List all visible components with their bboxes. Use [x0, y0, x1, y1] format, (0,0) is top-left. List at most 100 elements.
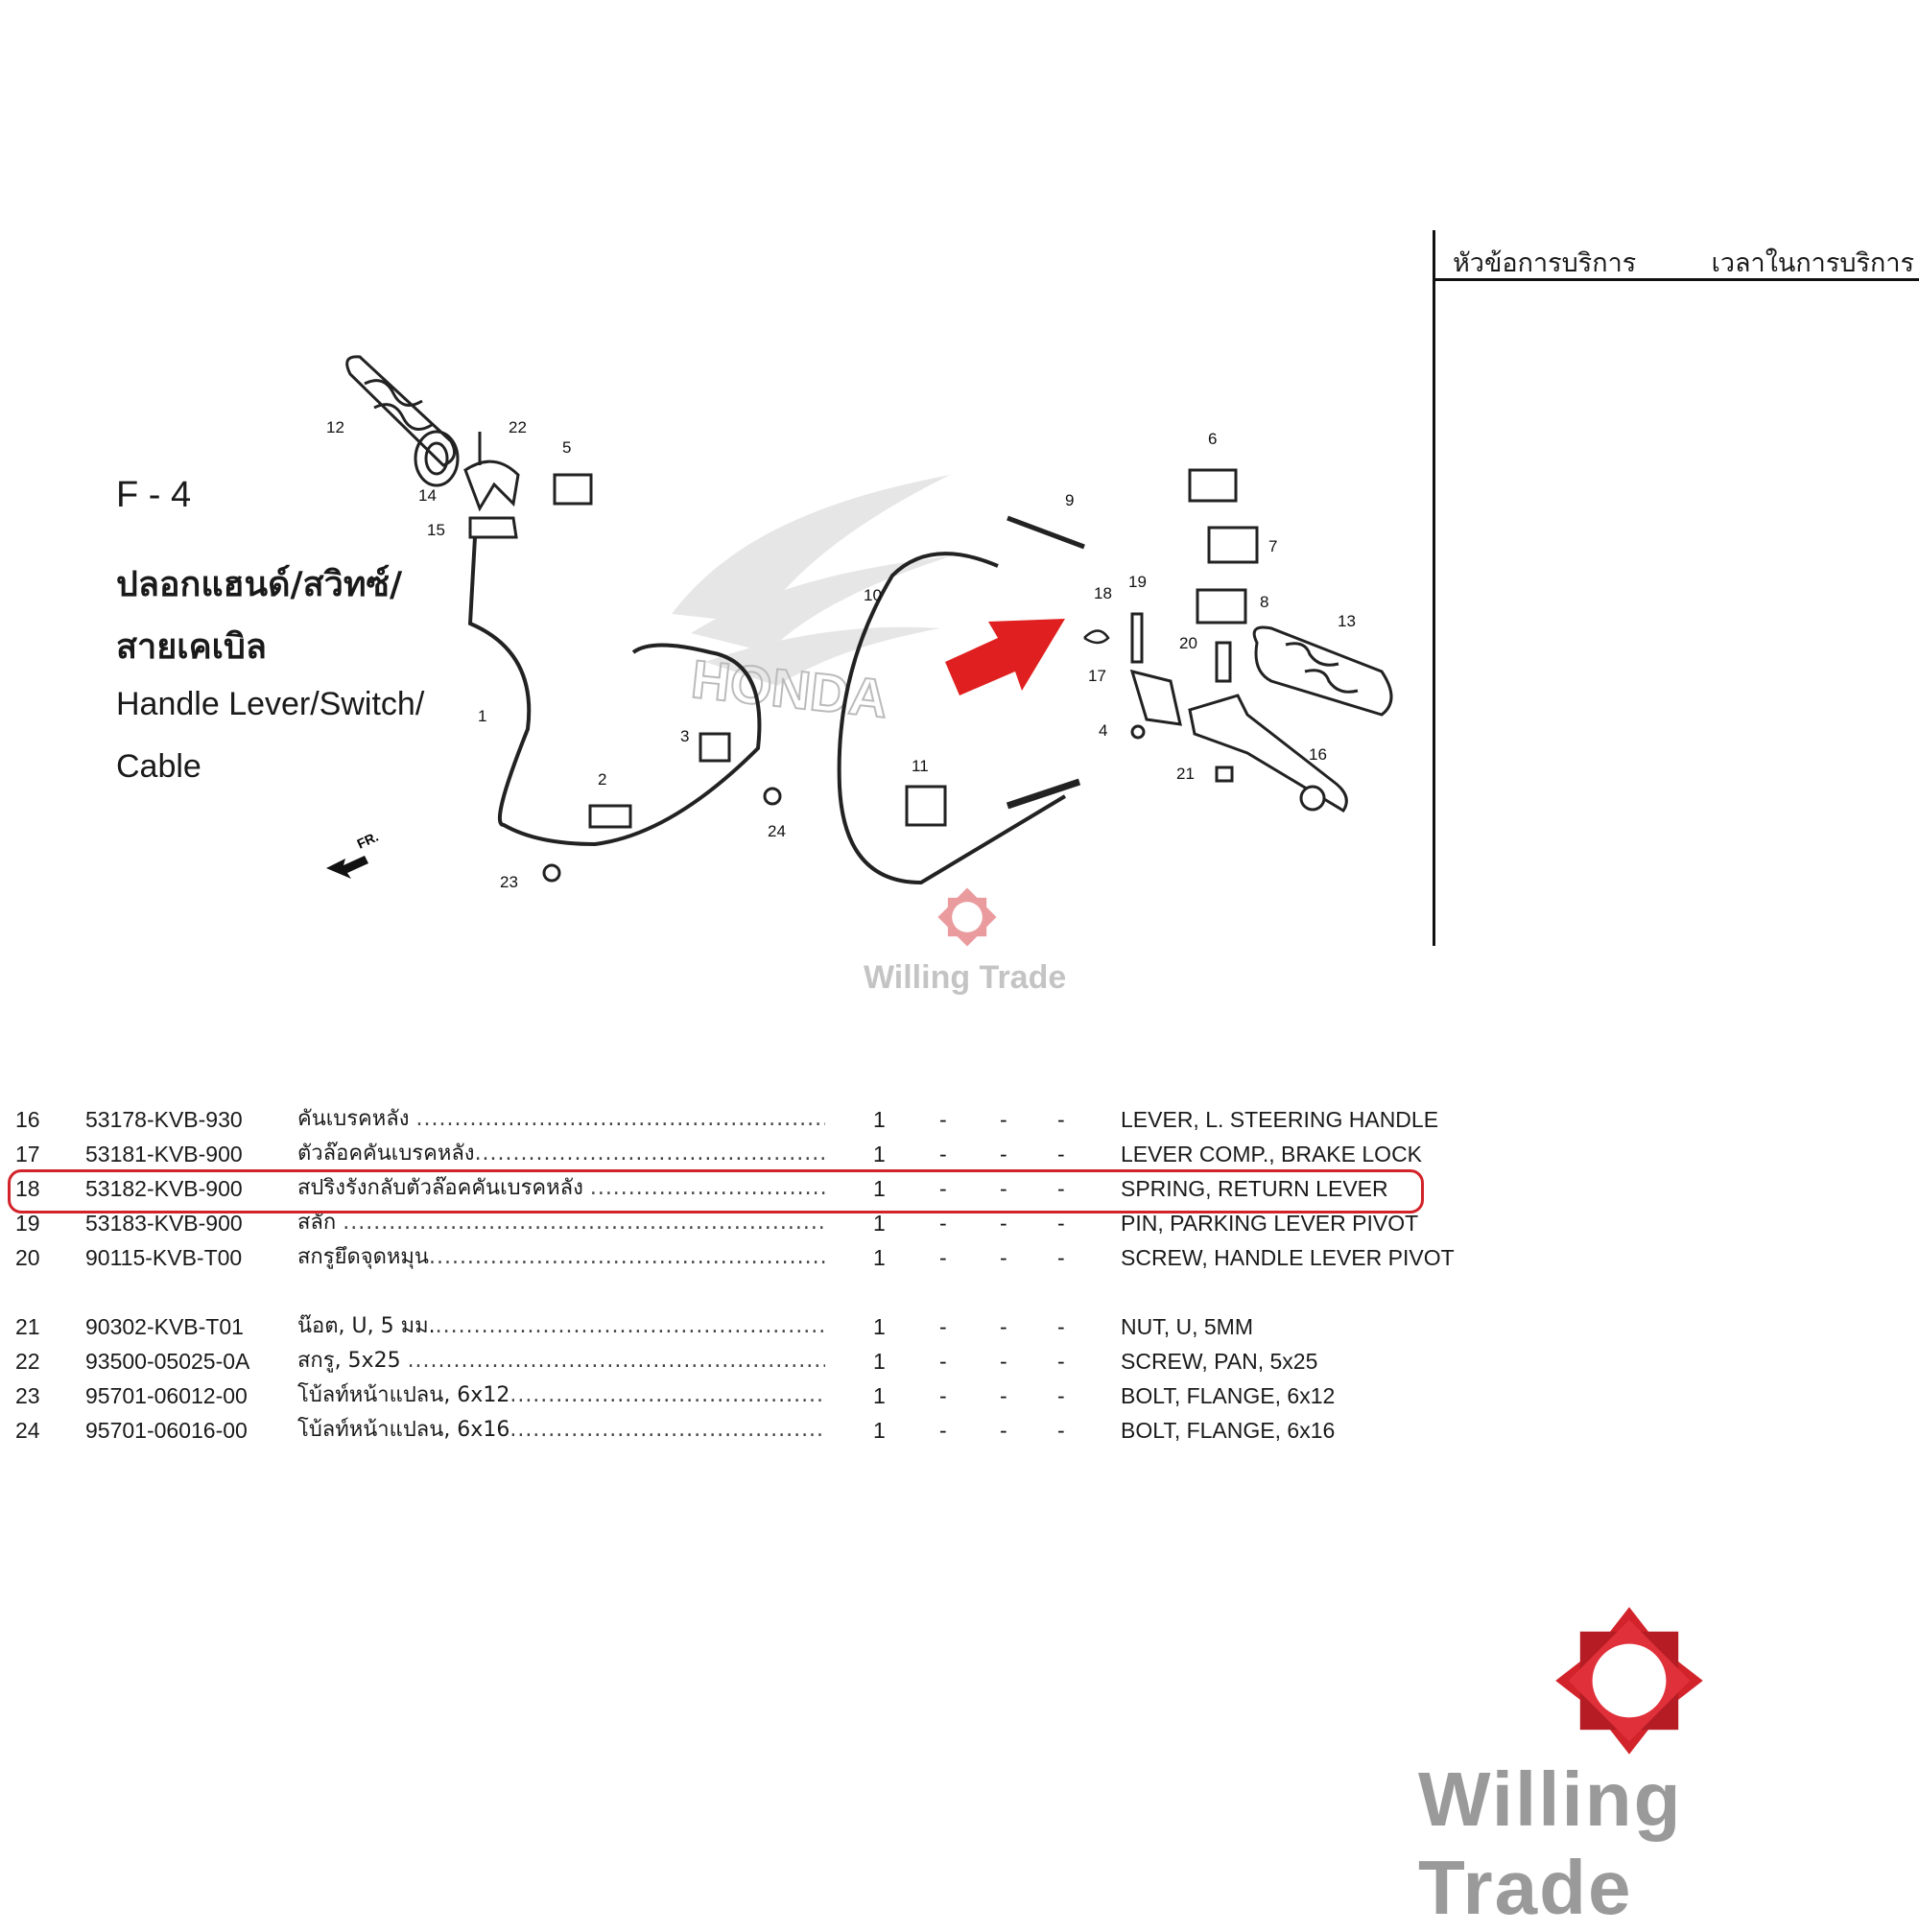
callout-24: 24: [768, 822, 786, 840]
part-name-en: BOLT, FLANGE, 6x16: [1121, 1418, 1336, 1443]
callout-4: 4: [1099, 721, 1107, 740]
row-highlight-box: [8, 1169, 1424, 1213]
brand-name: Willing Trade: [1418, 1756, 1683, 1930]
callout-17: 17: [1088, 667, 1106, 685]
part-number: 90115-KVB-T00: [85, 1245, 243, 1270]
brake-lock-17: [1129, 669, 1182, 726]
bolt-23: [542, 863, 561, 883]
part-dash: -: [939, 1176, 947, 1201]
grip-left: [345, 355, 460, 487]
part-number: 53182-KVB-900: [85, 1176, 243, 1201]
part-5: [553, 473, 593, 506]
part-name-en: SCREW, PAN, 5x25: [1121, 1349, 1318, 1374]
part-dash: -: [939, 1142, 947, 1166]
callout-15: 15: [427, 521, 445, 539]
part-index: 23: [15, 1383, 40, 1408]
part-qty: 1: [873, 1211, 886, 1236]
part-number: 95701-06012-00: [85, 1383, 248, 1408]
part-name-th: สกรู, 5x25 .............................…: [297, 1349, 825, 1373]
service-header: หัวข้อการบริการ เวลาในการบริการ: [1435, 230, 1919, 281]
table-row: 20 90115-KVB-T00 สกรูยึดจุดหมุน.........…: [0, 1241, 1497, 1274]
callout-21: 21: [1176, 765, 1195, 783]
part-6: [1188, 468, 1238, 503]
callout-5: 5: [562, 438, 571, 457]
part-qty: 1: [873, 1349, 886, 1374]
part-dash: -: [1057, 1349, 1065, 1374]
part-name-en: LEVER COMP., BRAKE LOCK: [1121, 1142, 1423, 1166]
callout-9: 9: [1065, 491, 1074, 509]
part-qty: 1: [873, 1245, 886, 1270]
part-name-th: โบ้ลท์หน้าแปลน, 6x12....................…: [297, 1383, 825, 1407]
figure-title-en-line2: Cable: [116, 748, 201, 785]
part-dash: -: [939, 1211, 947, 1236]
part-3: [699, 732, 731, 763]
part-number: 53183-KVB-900: [85, 1211, 243, 1236]
grip-right: [1252, 625, 1393, 717]
part-name-th: ตัวล๊อคคันเบรคหลัง......................…: [297, 1142, 825, 1166]
exploded-parts-diagram: HONDA FR.: [326, 355, 1393, 891]
part-index: 22: [15, 1349, 40, 1374]
callout-6: 6: [1208, 430, 1217, 448]
part-name-th: โบ้ลท์หน้าแปลน, 6x16....................…: [297, 1418, 825, 1442]
part-dash: -: [939, 1107, 947, 1132]
part-index: 17: [15, 1142, 40, 1166]
part-dash: -: [1000, 1245, 1007, 1270]
table-row-highlighted: 18 53182-KVB-900 สปริงรังกลับตัวล๊อคคันเ…: [0, 1172, 1497, 1205]
part-dash: -: [939, 1383, 947, 1408]
part-9: [1007, 515, 1085, 550]
watermark-brand: Willing Trade: [864, 959, 1067, 996]
pivot-pin-19: [1130, 612, 1144, 664]
part-dash: -: [1057, 1211, 1065, 1236]
part-dash: -: [1000, 1383, 1007, 1408]
table-row: 19 53183-KVB-900 สลัก ..................…: [0, 1207, 1497, 1239]
table-row: 21 90302-KVB-T01 น๊อต, U, 5 มม..........…: [0, 1310, 1497, 1343]
part-name-en: BOLT, FLANGE, 6x12: [1121, 1383, 1336, 1408]
callout-12: 12: [326, 418, 344, 436]
part-number: 90302-KVB-T01: [85, 1314, 244, 1339]
part-4: [1130, 724, 1146, 740]
part-name-en: LEVER, L. STEERING HANDLE: [1121, 1107, 1439, 1132]
part-index: 20: [15, 1245, 40, 1270]
part-name-th: คันเบรคหลัง ............................…: [297, 1107, 825, 1131]
callout-20: 20: [1179, 634, 1197, 652]
cable-10-end: [1006, 778, 1081, 810]
callout-19: 19: [1128, 573, 1147, 591]
part-dash: -: [1057, 1245, 1065, 1270]
service-box: หัวข้อการบริการ เวลาในการบริการ: [1433, 230, 1919, 946]
honda-wing-watermark: [672, 475, 950, 686]
part-qty: 1: [873, 1314, 886, 1339]
table-row: 17 53181-KVB-900 ตัวล๊อคคันเบรคหลัง.....…: [0, 1138, 1497, 1170]
part-dash: -: [1057, 1176, 1065, 1201]
part-index: 16: [15, 1107, 40, 1132]
callout-numbers: 1 2 3 4 5 6 7 8 9 10 11 12 13 14 15 16 1…: [326, 418, 1356, 891]
figure-title-th-line1: ปลอกแฮนด์/สวิทซ์/: [116, 565, 403, 604]
part-name-th: สปริงรังกลับตัวล๊อคคันเบรคหลัง .........…: [297, 1176, 825, 1200]
part-name-en: PIN, PARKING LEVER PIVOT: [1121, 1211, 1419, 1236]
part-dash: -: [939, 1314, 947, 1339]
callout-14: 14: [418, 486, 437, 505]
callout-1: 1: [478, 707, 486, 725]
part-dash: -: [939, 1418, 947, 1443]
part-dash: -: [1000, 1211, 1007, 1236]
part-7: [1207, 526, 1259, 564]
part-name-en: NUT, U, 5MM: [1121, 1314, 1253, 1339]
part-11: [905, 785, 947, 827]
part-name-th: สกรูยึดจุดหมุน..........................…: [297, 1245, 825, 1269]
part-name-en: SPRING, RETURN LEVER: [1121, 1176, 1388, 1201]
callout-10: 10: [864, 586, 882, 604]
part-qty: 1: [873, 1142, 886, 1166]
cable-10: [837, 552, 1067, 885]
part-name-th: สลัก ...................................…: [297, 1211, 825, 1235]
front-direction-arrow: FR.: [326, 829, 381, 879]
part-index: 19: [15, 1211, 40, 1236]
table-row: 24 95701-06016-00 โบ้ลท์หน้าแปลน, 6x16..…: [0, 1414, 1497, 1447]
service-time-header: เวลาในการบริการ: [1711, 248, 1914, 278]
spring-18: [1083, 629, 1110, 645]
part-dash: -: [1057, 1383, 1065, 1408]
figure-title-en-line1: Handle Lever/Switch/: [116, 686, 425, 722]
cable-1: [467, 536, 762, 847]
part-qty: 1: [873, 1176, 886, 1201]
part-index: 21: [15, 1314, 40, 1339]
part-dash: -: [1000, 1349, 1007, 1374]
service-topic-header: หัวข้อการบริการ: [1453, 248, 1637, 278]
